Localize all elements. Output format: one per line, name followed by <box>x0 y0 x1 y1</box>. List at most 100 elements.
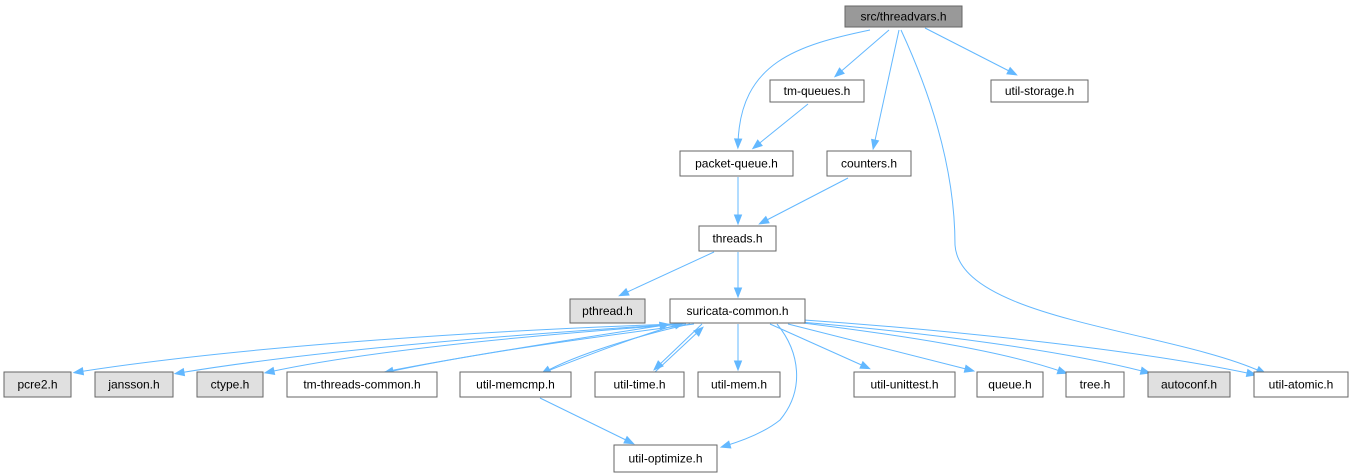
edge-line <box>769 323 867 368</box>
node-label: tree.h <box>1080 378 1111 392</box>
node-utiltime[interactable]: util-time.h <box>594 371 685 398</box>
arrowhead <box>733 138 743 150</box>
edge-line <box>178 323 681 374</box>
edge-suricata-to-utiloptimize <box>719 323 798 449</box>
node-queue[interactable]: queue.h <box>976 371 1044 398</box>
edge-tmqueues-to-packetqueue <box>751 103 809 150</box>
node-autoconf: autoconf.h <box>1147 371 1231 398</box>
node-label: tm-threads-common.h <box>303 378 420 392</box>
node-box <box>94 371 174 398</box>
node-box <box>698 225 777 252</box>
edge-line <box>803 319 1253 375</box>
edge-line <box>924 27 1014 74</box>
arrowhead <box>733 287 743 299</box>
node-tree[interactable]: tree.h <box>1065 371 1125 398</box>
node-label: ctype.h <box>211 378 250 392</box>
edge-line <box>799 321 1147 373</box>
node-label: util-atomic.h <box>1269 378 1334 392</box>
edge-line <box>787 323 971 371</box>
node-label: suricata-common.h <box>686 304 788 318</box>
node-tmqueues[interactable]: tm-queues.h <box>769 79 865 103</box>
node-box <box>286 371 438 398</box>
node-label: packet-queue.h <box>695 157 778 171</box>
node-utilmemcmp[interactable]: util-memcmp.h <box>459 371 572 398</box>
node-box <box>1147 371 1231 398</box>
node-label: pcre2.h <box>17 378 57 392</box>
arrowhead <box>733 214 743 226</box>
edge-line <box>900 29 1263 373</box>
arrowhead <box>173 367 186 377</box>
edge-suricata-to-pcre2 <box>72 323 677 376</box>
node-label: util-memcmp.h <box>476 378 555 392</box>
edge-line <box>544 323 681 373</box>
edge-suricata-to-utilmem <box>733 324 743 372</box>
node-box <box>613 444 718 473</box>
arrowhead <box>859 360 871 370</box>
node-utilstorage[interactable]: util-storage.h <box>990 79 1089 103</box>
node-threads[interactable]: threads.h <box>698 225 777 252</box>
edge-threadvars-to-packetqueue <box>733 29 871 150</box>
arrowhead <box>653 360 664 371</box>
arrowhead <box>719 440 732 449</box>
edge-line <box>737 29 871 145</box>
node-suricata[interactable]: suricata-common.h <box>669 298 806 324</box>
node-box <box>990 79 1089 103</box>
arrowhead <box>1006 66 1018 76</box>
edge-suricata-to-tmthreads <box>382 323 695 375</box>
edge-line <box>794 321 1064 373</box>
arrowhead <box>72 366 85 376</box>
node-ctype: ctype.h <box>196 371 264 398</box>
edge-threadvars-to-utilstorage <box>924 27 1018 76</box>
node-utiloptimize[interactable]: util-optimize.h <box>613 444 718 473</box>
node-box <box>3 371 72 398</box>
edge-line <box>622 251 715 295</box>
node-box <box>1253 371 1349 398</box>
node-utilatomic[interactable]: util-atomic.h <box>1253 371 1349 398</box>
edge-utiltime-to-suricata <box>654 326 704 373</box>
edge-line <box>762 177 849 223</box>
node-packetqueue[interactable]: packet-queue.h <box>679 150 794 177</box>
node-box <box>976 371 1044 398</box>
edge-suricata-to-queue <box>787 323 976 373</box>
node-tmthreads[interactable]: tm-threads-common.h <box>286 371 438 398</box>
edge-line <box>724 323 798 447</box>
node-box <box>697 371 781 398</box>
node-box <box>669 298 806 324</box>
edge-threadvars-to-counters <box>871 29 900 151</box>
edge-line <box>539 397 631 443</box>
node-box <box>1065 371 1125 398</box>
edge-suricata-to-utilmemcmp <box>540 323 691 375</box>
edge-line <box>755 103 809 147</box>
node-utilunittest[interactable]: util-unittest.h <box>853 371 956 398</box>
edge-suricata-to-utilunittest <box>769 323 871 370</box>
node-label: util-time.h <box>613 378 665 392</box>
node-box <box>844 5 963 28</box>
edge-line <box>77 323 677 373</box>
node-label: counters.h <box>841 157 897 171</box>
node-box <box>826 150 912 177</box>
edge-line <box>268 323 687 373</box>
nodes-layer: src/threadvars.h tm-queues.h util-storage.… <box>3 5 1349 473</box>
arrowhead <box>618 287 630 297</box>
arrowhead <box>1139 366 1152 375</box>
edge-suricata-to-tree <box>794 321 1069 375</box>
node-label: util-optimize.h <box>628 452 702 466</box>
node-utilmem[interactable]: util-mem.h <box>697 371 781 398</box>
node-box <box>853 371 956 398</box>
node-box <box>769 79 865 103</box>
node-box <box>569 298 646 324</box>
node-box <box>196 371 264 398</box>
node-label: jansson.h <box>107 378 159 392</box>
node-counters[interactable]: counters.h <box>826 150 912 177</box>
arrowhead <box>658 321 671 331</box>
node-threadvars[interactable]: src/threadvars.h <box>844 5 963 28</box>
edge-suricata-to-autoconf <box>799 321 1152 375</box>
edge-suricata-to-ctype <box>263 323 687 375</box>
node-label: util-unittest.h <box>870 378 938 392</box>
arrowhead <box>263 366 276 375</box>
node-label: threads.h <box>712 232 762 246</box>
node-label: queue.h <box>988 378 1031 392</box>
edge-packetqueue-to-threads <box>733 177 743 226</box>
edge-line <box>837 29 890 75</box>
node-label: pthread.h <box>582 304 633 318</box>
